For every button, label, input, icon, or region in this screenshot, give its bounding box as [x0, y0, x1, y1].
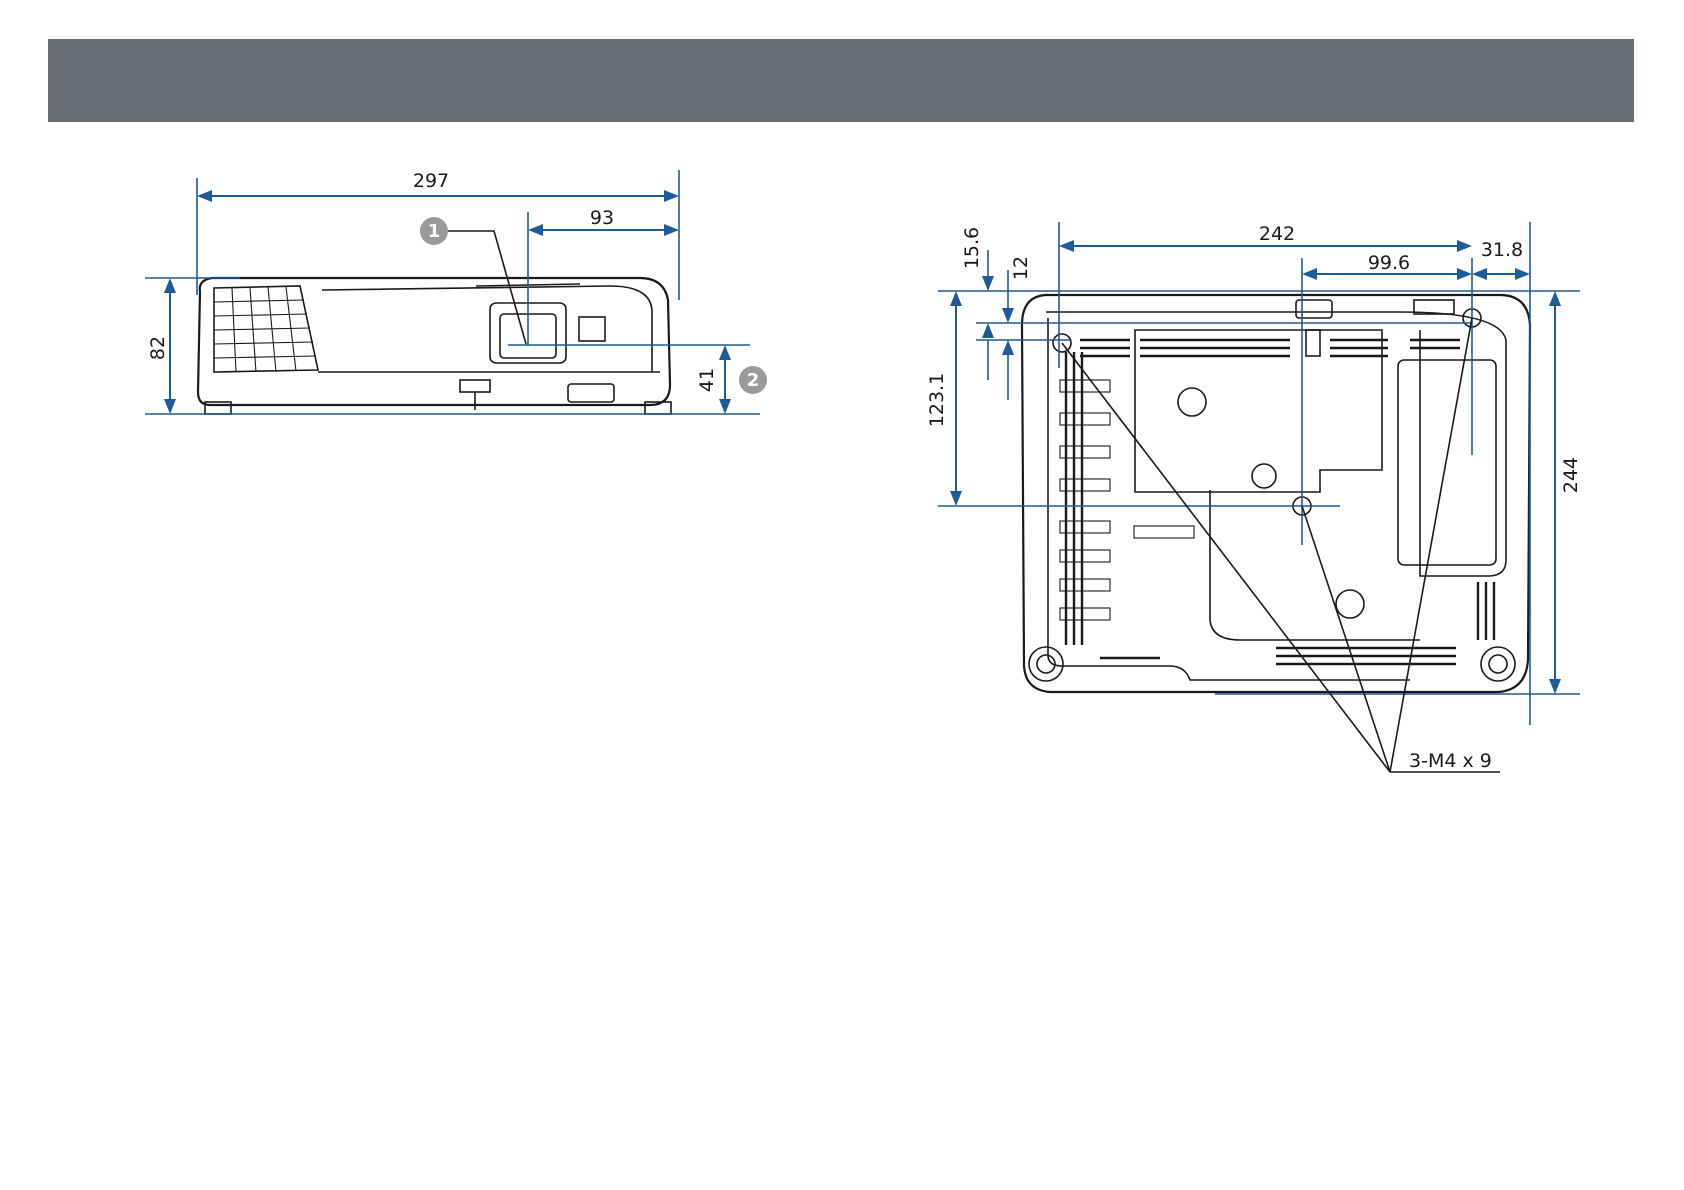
dim-bottom-right-margin: 31.8	[1472, 239, 1530, 280]
dim-front-lens-offset: 93	[528, 207, 679, 236]
bottom-projector-body	[1022, 295, 1530, 692]
dim-bottom-top-offset-a: 15.6	[961, 227, 994, 291]
callout-2: 2	[739, 366, 767, 394]
dim-bottom-center-offset: 99.6	[1302, 252, 1472, 280]
dim-label-297: 297	[413, 170, 449, 192]
dim-label-41: 41	[696, 368, 718, 392]
dim-front-height: 82	[147, 278, 176, 414]
bottom-view: 242 99.6 31.8 15.6	[926, 222, 1582, 772]
dim-label-31-8: 31.8	[1481, 239, 1523, 261]
dim-label-244: 244	[1560, 457, 1582, 493]
dim-bottom-width: 242	[1059, 223, 1472, 252]
dim-bottom-depth: 244	[1549, 291, 1582, 694]
svg-text:1: 1	[428, 221, 441, 242]
dim-label-123-1: 123.1	[926, 373, 948, 427]
dim-label-12: 12	[1010, 256, 1032, 280]
dim-label-93: 93	[590, 207, 614, 229]
dim-label-15-6: 15.6	[961, 227, 983, 269]
dim-label-99-6: 99.6	[1368, 252, 1410, 274]
dim-front-lens-height: 41	[696, 345, 731, 414]
dim-bottom-hole-depth: 123.1	[926, 291, 962, 506]
dim-label-242: 242	[1259, 223, 1295, 245]
dim-label-82: 82	[147, 336, 169, 360]
svg-text:2: 2	[747, 370, 760, 391]
dim-front-width: 297	[197, 170, 679, 202]
screw-spec-label: 3-M4 x 9	[1409, 750, 1492, 772]
front-view: 297 93 82 41 1	[145, 170, 767, 414]
front-projector-body	[198, 278, 671, 414]
